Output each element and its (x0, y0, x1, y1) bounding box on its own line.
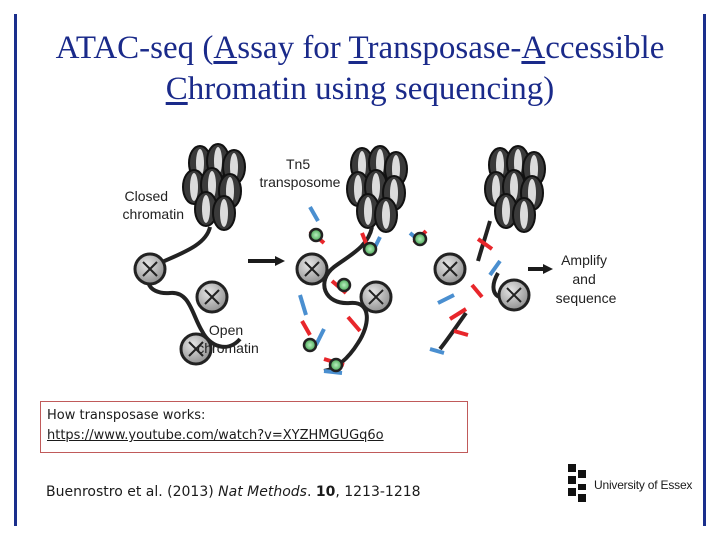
title-segment: T (348, 30, 368, 66)
citation-sep: . (306, 484, 316, 500)
title-segment: ccessible (545, 30, 665, 66)
dna-fragment (438, 311, 468, 351)
title-segment: A (213, 30, 238, 66)
closed-chromatin-cluster (182, 143, 246, 231)
nucleosome (359, 280, 393, 314)
citation-journal: Nat Methods (218, 484, 307, 500)
nucleosome (295, 252, 329, 286)
title-line-2: Chromatin using sequencing) (14, 69, 706, 110)
label-tn5-transposome: Tn5 transposome (260, 156, 341, 190)
title-line-1: ATAC-seq (Assay for Transposase-Accessib… (14, 28, 706, 69)
tn5-adapters (298, 206, 428, 375)
note-heading: How transposase works: (47, 408, 206, 423)
slide-frame (14, 14, 706, 526)
nucleosome (195, 280, 229, 314)
video-note-box: How transposase works: https://www.youtu… (40, 401, 468, 453)
nucleosome (497, 278, 531, 312)
closed-chromatin-cluster (484, 145, 546, 233)
title-segment: C (165, 71, 188, 107)
citation-pages: , 1213-1218 (335, 484, 421, 500)
label-amplify-and-sequence: Amplify and sequence (556, 252, 617, 306)
label-closed-chromatin: Closed chromatin (123, 188, 184, 222)
title-segment: ssay for (237, 30, 349, 66)
nucleosome (433, 252, 467, 286)
closed-chromatin-cluster (346, 145, 408, 233)
atac-seq-diagram: Closed chromatin Open chromatin Tn5 tran… (123, 143, 617, 375)
university-logo-icon (568, 464, 586, 502)
title-segment: ransposase- (367, 30, 522, 66)
citation-authors: Buenrostro et al. (2013) (46, 484, 219, 500)
label-open-chromatin: Open chromatin (197, 322, 258, 356)
title-segment: ATAC-seq ( (55, 30, 214, 66)
slide-title: ATAC-seq (Assay for Transposase-Accessib… (14, 28, 706, 110)
title-segment: hromatin using sequencing) (187, 71, 555, 107)
title-segment: A (521, 30, 546, 66)
nucleosome (133, 252, 167, 286)
youtube-link[interactable]: https://www.youtube.com/watch?v=XYZHMGUG… (47, 428, 384, 443)
citation: Buenrostro et al. (2013) Nat Methods. 10… (46, 484, 421, 500)
citation-volume: 10 (315, 484, 336, 500)
dna-strand (322, 226, 374, 373)
tagged-fragments (429, 237, 502, 355)
university-name: University of Essex (594, 478, 693, 492)
